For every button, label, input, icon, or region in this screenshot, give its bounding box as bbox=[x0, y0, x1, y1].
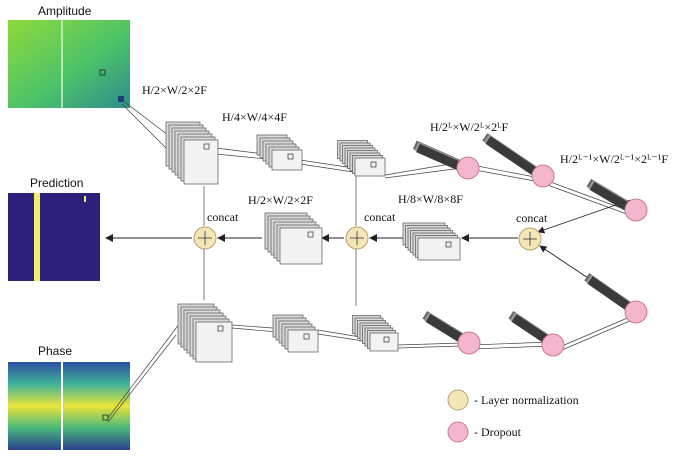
concat-nodes: concat concat concat bbox=[193, 210, 548, 251]
legend-dropout-swatch bbox=[447, 421, 469, 443]
phase-label: Phase bbox=[38, 344, 72, 358]
enc-bottom-block-2 bbox=[272, 314, 319, 353]
layer-norm-node-2 bbox=[345, 226, 369, 250]
dim-dec-level3: H/8×W/8×8F bbox=[398, 192, 463, 206]
concat-label-1: concat bbox=[207, 210, 239, 224]
dropout-node-2 bbox=[531, 164, 555, 188]
phase-image bbox=[8, 362, 130, 450]
layer-norm-node-3 bbox=[518, 227, 542, 251]
amplitude-image bbox=[8, 20, 130, 108]
dim-enc-level1: H/2×W/2×2F bbox=[142, 83, 207, 97]
dropout-node-4 bbox=[624, 300, 648, 324]
dec-block-level1 bbox=[264, 212, 323, 265]
dropout-node-1 bbox=[456, 156, 480, 180]
dropout-node-3 bbox=[624, 198, 648, 222]
dim-enc-level2: H/4×W/4×4F bbox=[222, 110, 287, 124]
prediction-panel: Prediction bbox=[8, 176, 100, 281]
phase-panel: Phase bbox=[8, 344, 130, 450]
dimension-labels: H/2×W/2×2F H/4×W/4×4F H/2ᴸ×W/2ᴸ×2ᴸF H/2ᴸ… bbox=[142, 83, 668, 207]
prediction-label: Prediction bbox=[30, 176, 83, 190]
legend-layer-norm-label: - Layer normalization bbox=[474, 393, 579, 407]
legend: - Layer normalization - Dropout bbox=[447, 389, 579, 443]
enc-top-block-1 bbox=[165, 121, 219, 185]
enc-bottom-block-1 bbox=[177, 303, 233, 363]
dec-block-level3 bbox=[402, 222, 461, 261]
layer-norm-node-1 bbox=[193, 226, 217, 250]
concat-label-3: concat bbox=[516, 211, 548, 225]
legend-layer-norm-swatch bbox=[447, 389, 469, 411]
amplitude-label: Amplitude bbox=[38, 4, 92, 18]
prediction-image bbox=[8, 193, 100, 281]
dim-dec-level1: H/2×W/2×2F bbox=[248, 193, 313, 207]
amplitude-panel: Amplitude bbox=[8, 4, 130, 108]
dropout-nodes bbox=[456, 156, 648, 357]
concat-label-2: concat bbox=[364, 210, 396, 224]
dropout-node-5 bbox=[457, 331, 481, 355]
dim-bottleneck: H/2ᴸ⁻¹×W/2ᴸ⁻¹×2ᴸ⁻¹F bbox=[560, 152, 668, 166]
legend-dropout-label: - Dropout bbox=[474, 425, 522, 439]
dropout-node-6 bbox=[541, 333, 565, 357]
dim-enc-deep: H/2ᴸ×W/2ᴸ×2ᴸF bbox=[430, 120, 509, 134]
bottleneck-links bbox=[537, 199, 631, 307]
enc-top-block-3 bbox=[337, 140, 386, 177]
enc-top-block-2 bbox=[256, 134, 303, 171]
enc-bottom-block-3 bbox=[352, 315, 399, 352]
